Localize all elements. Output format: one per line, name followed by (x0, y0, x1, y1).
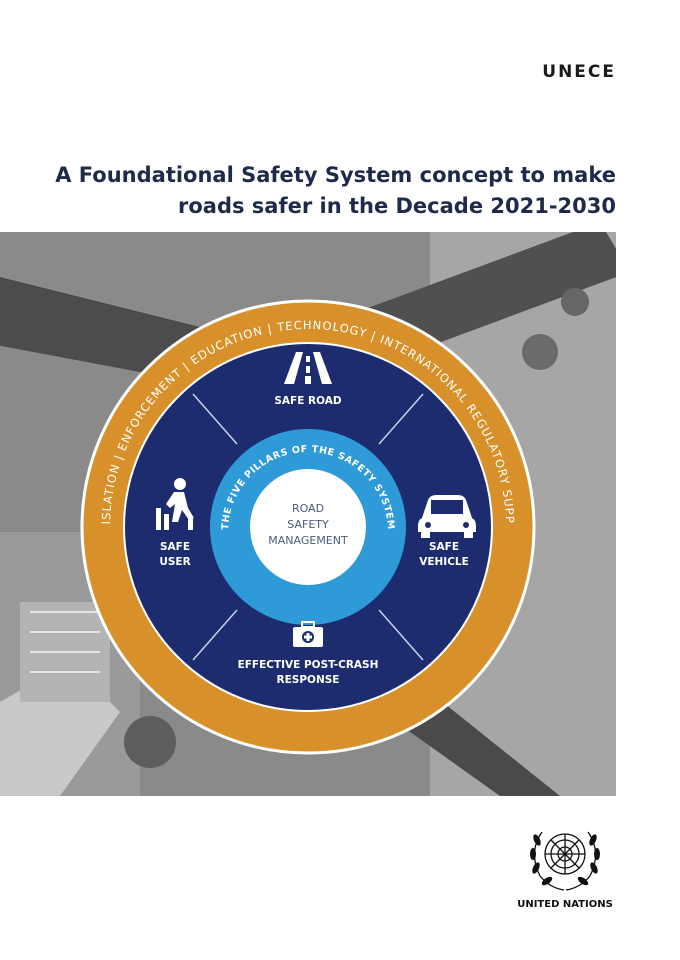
road-icon (284, 352, 332, 384)
pillar-safe-vehicle-2: VEHICLE (419, 556, 469, 568)
pillar-safe-vehicle-1: SAFE (429, 541, 459, 553)
un-emblem-icon (530, 831, 600, 891)
organization-name: UNITED NATIONS (517, 899, 613, 910)
pillar-safe-user-1: SAFE (160, 541, 190, 553)
pillar-separators (192, 393, 424, 661)
title-line-2: roads safer in the Decade 2021-2030 (177, 194, 616, 218)
pillar-safe-user-2: USER (159, 556, 190, 568)
center-line-1: ROAD (292, 502, 324, 515)
pillar-post-crash-1: EFFECTIVE POST-CRASH (238, 659, 379, 671)
pillar-safe-road: SAFE ROAD (274, 395, 342, 407)
center-line-3: MANAGEMENT (268, 534, 348, 547)
pillar-post-crash-2: RESPONSE (277, 674, 340, 686)
cover-illustration: LEGISLATION | ENFORCEMENT | EDUCATION | … (0, 232, 616, 796)
first-aid-kit-icon (293, 621, 323, 647)
center-circle (250, 469, 366, 585)
document-title: A Foundational Safety System concept to … (16, 160, 616, 222)
center-line-2: SAFETY (287, 518, 329, 531)
publisher-name: UNECE (542, 62, 616, 82)
title-line-1: A Foundational Safety System concept to … (55, 163, 616, 187)
car-icon (418, 495, 476, 538)
pedestrian-icon (156, 478, 194, 530)
